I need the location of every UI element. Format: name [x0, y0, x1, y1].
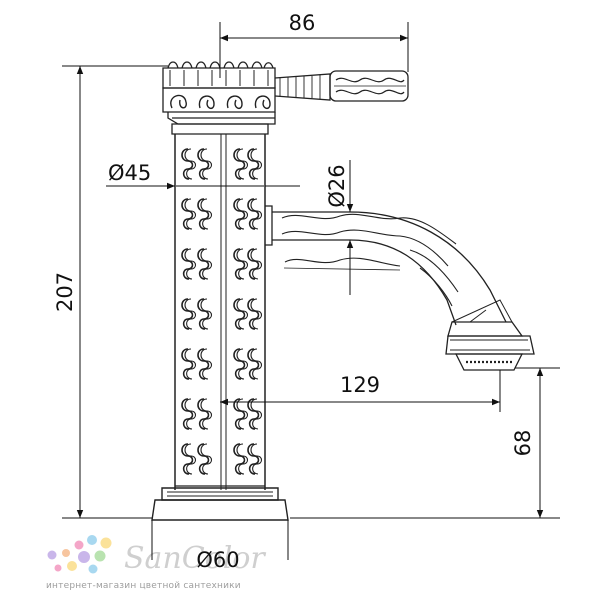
body-column: [171, 123, 269, 490]
handle-knob: [162, 61, 276, 125]
logo-dot: [88, 564, 98, 574]
dimension-spout-height: 68: [511, 430, 535, 457]
faucet-outline: [151, 61, 535, 521]
dimension-lines: [62, 22, 560, 560]
logo-dot: [87, 535, 97, 545]
sancolor-logo: SanColor интернет-магазин цветной сантех…: [46, 535, 266, 591]
logo-dot: [62, 549, 70, 557]
dimension-body-diameter: Ø45: [108, 161, 151, 185]
logo-tagline: интернет-магазин цветной сантехники: [46, 581, 241, 591]
dimension-handle-reach: 86: [289, 11, 316, 35]
logo-dots: [47, 535, 112, 574]
dimension-base-diameter: Ø60: [196, 548, 239, 572]
aerator: [445, 299, 535, 371]
faucet-base: [151, 485, 289, 521]
spout: [265, 205, 507, 326]
logo-dot: [47, 550, 57, 560]
logo-dot: [74, 540, 84, 550]
logo-dot: [54, 564, 62, 572]
logo-dot: [78, 551, 90, 563]
body-ornament-right: [233, 148, 263, 475]
dimension-spout-diameter: Ø26: [325, 164, 349, 207]
logo-dot: [67, 561, 77, 571]
body-ornament-left: [181, 148, 213, 475]
lever-handle: [274, 70, 409, 102]
dimension-total-height: 207: [53, 272, 77, 312]
logo-brand-text: SanColor: [124, 541, 266, 576]
logo-dot: [100, 537, 112, 549]
dimension-spout-reach: 129: [340, 373, 380, 397]
logo-dot: [94, 550, 106, 562]
